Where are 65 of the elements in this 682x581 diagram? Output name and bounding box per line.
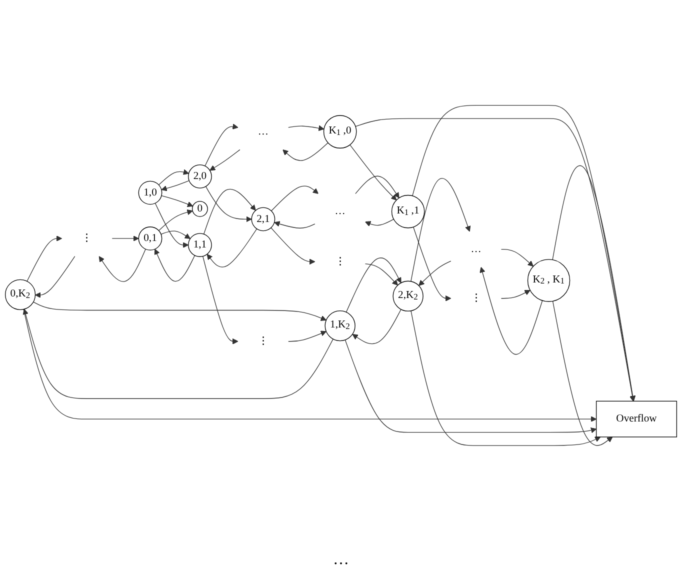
ellipsis-label: … <box>334 206 346 217</box>
arrow <box>288 330 326 342</box>
arrow <box>350 144 397 200</box>
arrow <box>288 125 324 132</box>
state-circle: 0,K$_{2}$ <box>4 279 36 310</box>
ellipsis-label: … <box>258 126 269 138</box>
arrow <box>202 256 238 344</box>
arrow <box>161 195 194 208</box>
arrow <box>154 248 196 282</box>
arrow <box>274 221 316 228</box>
arrow <box>204 124 238 166</box>
arrow <box>210 149 240 171</box>
arrow <box>352 309 402 344</box>
state-circle: 0 <box>192 201 208 217</box>
arrow <box>35 256 76 298</box>
arrow <box>346 258 402 313</box>
ellipsis-label: ⋮ <box>470 292 482 304</box>
arrow <box>365 218 394 227</box>
arrow <box>364 264 398 286</box>
arrow <box>98 248 146 282</box>
ellipsis-label: ⋮ <box>258 335 269 347</box>
arrow <box>412 105 636 402</box>
arrow <box>160 230 190 239</box>
arrow <box>418 260 452 286</box>
state-circle: 1,K$_{2}$ <box>324 310 356 342</box>
arrow <box>500 249 534 267</box>
arrow <box>271 186 318 212</box>
ellipsis-label: … <box>470 243 482 255</box>
arrow <box>552 165 636 402</box>
overflow-box: Overflow <box>596 400 678 438</box>
arrow <box>270 228 316 265</box>
state-circle: 1,0 <box>138 180 162 205</box>
arrow <box>33 302 326 321</box>
arrow <box>480 267 543 355</box>
arrow <box>344 340 597 434</box>
state-circle: 1,1 <box>188 233 212 258</box>
state-circle: K$_{1}$ ,1 <box>391 194 425 228</box>
arrow <box>205 186 252 222</box>
ellipsis-label: … <box>333 551 349 568</box>
arrow <box>112 236 139 242</box>
arrow <box>410 178 471 282</box>
state-circle: K$_{2}$ , K$_{1}$ <box>527 259 570 302</box>
arrow <box>410 310 601 446</box>
state-circle: K$_{1}$ ,0 <box>323 115 357 149</box>
ellipsis-label: ⋮ <box>82 232 92 244</box>
state-circle: 2,1 <box>251 207 276 232</box>
state-circle: 2,K$_{2}$ <box>392 280 424 312</box>
arrow <box>26 236 62 282</box>
arrow <box>203 188 256 234</box>
arrow <box>413 226 452 302</box>
state-circle: 2,0 <box>188 164 212 188</box>
arrow <box>23 309 597 422</box>
arrow <box>206 228 258 268</box>
arrow <box>22 308 334 399</box>
arrow <box>282 142 328 161</box>
arrow <box>158 169 189 186</box>
ellipsis-label: ⋮ <box>334 256 346 268</box>
state-circle: 0,1 <box>138 226 162 250</box>
arrow <box>161 180 190 192</box>
arrow <box>552 300 613 446</box>
arrow <box>355 176 400 198</box>
arrow <box>500 290 530 299</box>
arrow <box>355 118 636 402</box>
arrow <box>154 202 189 248</box>
arrow <box>158 209 193 231</box>
